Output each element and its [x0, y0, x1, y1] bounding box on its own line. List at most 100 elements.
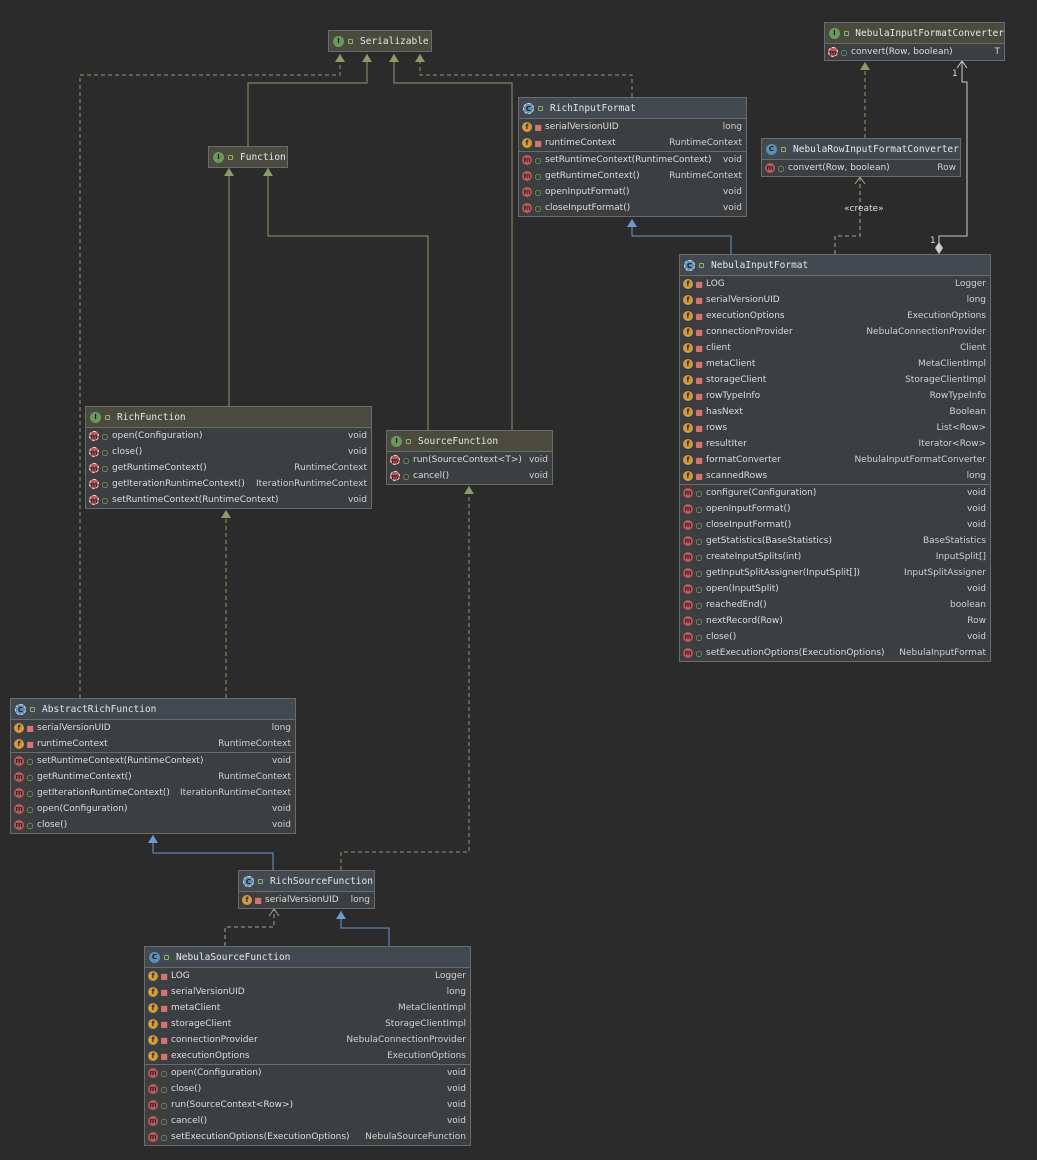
method-row[interactable]: m○closeInputFormat()void — [680, 517, 990, 533]
method-name: getRuntimeContext() — [37, 772, 132, 782]
return-type: void — [722, 155, 742, 165]
method-row[interactable]: m○convert(Row, boolean)Row — [762, 160, 960, 176]
method-row[interactable]: m○configure(Configuration)void — [680, 485, 990, 501]
method-row[interactable]: m○getIterationRuntimeContext()IterationR… — [11, 785, 295, 801]
method-icon: m — [148, 1132, 158, 1142]
method-row[interactable]: m○run(SourceContext<Row>)void — [145, 1097, 470, 1113]
method-row[interactable]: m○setRuntimeContext(RuntimeContext)void — [519, 152, 746, 168]
method-row[interactable]: m○createInputSplits(int)InputSplit[] — [680, 549, 990, 565]
method-row[interactable]: m○nextRecord(Row)Row — [680, 613, 990, 629]
method-row[interactable]: m○closeInputFormat()void — [519, 200, 746, 216]
method-row[interactable]: m○openInputFormat()void — [680, 501, 990, 517]
class-name: NebulaRowInputFormatConverter — [793, 143, 959, 155]
public-icon: ○ — [101, 495, 109, 505]
method-row[interactable]: m○setRuntimeContext(RuntimeContext)void — [11, 753, 295, 769]
method-row[interactable]: m○setExecutionOptions(ExecutionOptions)N… — [145, 1129, 470, 1145]
method-name: closeInputFormat() — [545, 203, 631, 213]
method-row[interactable]: m○getIterationRuntimeContext()IterationR… — [86, 476, 371, 492]
class-icon: C — [243, 875, 254, 887]
lock-icon: ■ — [695, 327, 703, 337]
method-name: getRuntimeContext() — [545, 171, 640, 181]
public-icon: ○ — [695, 568, 703, 578]
method-row[interactable]: m○getStatistics(BaseStatistics)BaseStati… — [680, 533, 990, 549]
class-icon: C — [149, 951, 160, 963]
method-row[interactable]: m○setExecutionOptions(ExecutionOptions)N… — [680, 645, 990, 661]
method-row[interactable]: m○getInputSplitAssigner(InputSplit[])Inp… — [680, 565, 990, 581]
create-label: «create» — [844, 204, 884, 214]
method-row[interactable]: m○open(Configuration)void — [86, 428, 371, 444]
method-row[interactable]: m○cancel()void — [145, 1113, 470, 1129]
method-row[interactable]: m○close()void — [11, 817, 295, 833]
method-row[interactable]: m○open(Configuration)void — [11, 801, 295, 817]
method-row[interactable]: m○getRuntimeContext()RuntimeContext — [11, 769, 295, 785]
method-row[interactable]: m○run(SourceContext<T>)void — [387, 452, 552, 468]
class-name: RichInputFormat — [550, 102, 636, 114]
method-row[interactable]: m○close()void — [86, 444, 371, 460]
return-type: Row — [967, 616, 986, 626]
method-row[interactable]: m○setRuntimeContext(RuntimeContext)void — [86, 492, 371, 508]
method-row[interactable]: m○close()void — [145, 1081, 470, 1097]
method-row[interactable]: m○getRuntimeContext()RuntimeContext — [519, 168, 746, 184]
method-row[interactable]: m○convert(Row, boolean)T — [825, 44, 1004, 60]
method-name: setExecutionOptions(ExecutionOptions) — [706, 648, 885, 658]
method-row[interactable]: m○openInputFormat()void — [519, 184, 746, 200]
lock-icon: ■ — [695, 391, 703, 401]
return-type: RuntimeContext — [218, 772, 291, 782]
method-row[interactable]: m○close()void — [680, 629, 990, 645]
method-row[interactable]: m○open(InputSplit)void — [680, 581, 990, 597]
method-row[interactable]: m○open(Configuration)void — [145, 1065, 470, 1081]
field-type: NebulaInputFormatConverter — [854, 455, 986, 465]
method-row[interactable]: m○reachedEnd()boolean — [680, 597, 990, 613]
method-row[interactable]: m○getRuntimeContext()RuntimeContext — [86, 460, 371, 476]
method-row[interactable]: m○cancel()void — [387, 468, 552, 484]
return-type: RuntimeContext — [294, 463, 367, 473]
